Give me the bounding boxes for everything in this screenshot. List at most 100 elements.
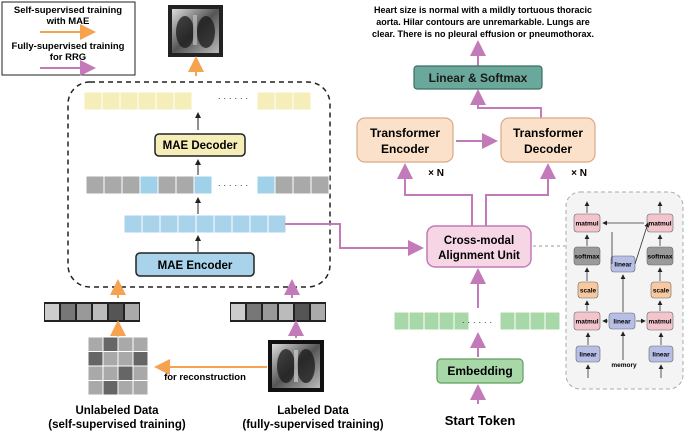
mae-encoder-block bbox=[135, 252, 255, 277]
right-bottom-matmul-node-label: matmul bbox=[648, 319, 671, 326]
decoder-token bbox=[155, 91, 175, 111]
image-patch bbox=[295, 304, 309, 320]
left-softmax-node bbox=[573, 246, 601, 266]
decoder-token-row bbox=[83, 91, 312, 111]
left-scale-node-label: scale bbox=[580, 288, 597, 295]
masked-token-dots: · · · · · · bbox=[218, 180, 249, 190]
transformer-decoder-label-2: Decoder bbox=[524, 142, 572, 156]
transformer-decoder-label-1: Transformer bbox=[513, 126, 583, 140]
masked-patch bbox=[117, 380, 134, 396]
visible-token bbox=[139, 175, 159, 195]
masked-token bbox=[121, 175, 141, 195]
decoder-token bbox=[119, 91, 139, 111]
left-bottom-matmul-node-label: matmul bbox=[575, 319, 598, 326]
right-softmax-node-label: softmax bbox=[648, 254, 673, 261]
image-patch bbox=[45, 304, 59, 320]
text-token bbox=[408, 311, 425, 331]
arrow-cross-to-encoder bbox=[397, 163, 473, 226]
arrow-cross-to-decoder bbox=[485, 163, 556, 226]
masked-token-row bbox=[85, 175, 330, 195]
masked-patch bbox=[117, 336, 134, 352]
masked-token bbox=[274, 175, 294, 195]
masked-patch bbox=[132, 380, 149, 396]
encoder-token bbox=[267, 214, 287, 234]
right-scale-node bbox=[650, 281, 672, 299]
image-patch bbox=[279, 304, 293, 320]
labeled-data-subtitle: (fully-supervised training) bbox=[242, 419, 383, 431]
right-softmax-node bbox=[646, 246, 674, 266]
right-scale-node-label: scale bbox=[653, 288, 670, 295]
text-token bbox=[529, 311, 546, 331]
legend-self-line2: with MAE bbox=[46, 16, 90, 27]
image-patch bbox=[93, 304, 107, 320]
masked-patch bbox=[102, 351, 119, 367]
visible-patch bbox=[132, 351, 149, 367]
right-linear-node-label: linear bbox=[652, 352, 670, 359]
encoder-token bbox=[123, 214, 143, 234]
linear-softmax-label: Linear & Softmax bbox=[429, 71, 528, 85]
transformer-decoder-block bbox=[500, 117, 596, 163]
right-matmul-node-label: matmul bbox=[648, 221, 671, 228]
middle-bottom-linear-node bbox=[608, 312, 636, 330]
legend-fully-line2: for RRG bbox=[50, 52, 86, 63]
text-token bbox=[499, 311, 516, 331]
report-line-2: aorta. Hilar contours are unremarkable. … bbox=[376, 17, 590, 27]
decoder-token bbox=[173, 91, 193, 111]
masked-patch bbox=[132, 336, 149, 352]
legend: Self-supervised training with MAE Fully-… bbox=[1, 1, 136, 76]
unlabeled-data-title: Unlabeled Data bbox=[75, 405, 159, 417]
legend-fully-line1: Fully-supervised training bbox=[12, 41, 125, 52]
text-token-dots: · · · · · · bbox=[462, 317, 493, 327]
masked-patch bbox=[102, 365, 119, 381]
transformer-encoder-block bbox=[356, 117, 454, 163]
arrow-encoder-to-cross-modal bbox=[285, 223, 424, 256]
visible-patch bbox=[87, 351, 104, 367]
visible-patch bbox=[102, 380, 119, 396]
left-linear-node bbox=[575, 345, 601, 363]
decoder-token bbox=[274, 91, 294, 111]
image-patch bbox=[109, 304, 123, 320]
cross-modal-label-1: Cross-modal bbox=[444, 235, 514, 247]
masked-patch bbox=[132, 365, 149, 381]
middle-bottom-linear-node-label: linear bbox=[613, 319, 631, 326]
visible-token bbox=[193, 175, 213, 195]
decoder-token-dots: · · · · · · bbox=[218, 93, 249, 103]
mae-module-box bbox=[67, 81, 331, 288]
masked-token bbox=[310, 175, 330, 195]
detail-arrow bbox=[634, 222, 650, 265]
transformer-encoder-label-2: Encoder bbox=[381, 142, 429, 156]
image-patch bbox=[125, 304, 139, 320]
report-line-1: Heart size is normal with a mildly tortu… bbox=[374, 5, 592, 15]
left-matmul-node-label: matmul bbox=[575, 221, 598, 228]
masked-patch bbox=[87, 380, 104, 396]
report-line-3: clear. There is no pleural effusion or p… bbox=[372, 29, 594, 39]
masked-patch bbox=[117, 351, 134, 367]
text-token bbox=[544, 311, 561, 331]
text-token bbox=[423, 311, 440, 331]
encoder-token bbox=[231, 214, 251, 234]
unlabeled-data-subtitle: (self-supervised training) bbox=[48, 419, 186, 431]
masked-token bbox=[85, 175, 105, 195]
transformer-encoder-label-1: Transformer bbox=[370, 126, 440, 140]
mae-decoder-label: MAE Decoder bbox=[163, 140, 238, 152]
right-linear-node bbox=[648, 345, 674, 363]
masked-token bbox=[103, 175, 123, 195]
masked-token bbox=[157, 175, 177, 195]
encoder-token bbox=[249, 214, 269, 234]
image-patch bbox=[247, 304, 261, 320]
unlabeled-patch-strip bbox=[44, 302, 140, 322]
decoder-token bbox=[292, 91, 312, 111]
visible-patch bbox=[117, 365, 134, 381]
text-token bbox=[453, 311, 470, 331]
image-patch bbox=[311, 304, 325, 320]
encoder-token-row bbox=[123, 214, 287, 234]
alignment-detail-content: matmulsoftmaxscalematmullinearmatmulsoft… bbox=[573, 201, 674, 378]
encoder-token bbox=[159, 214, 179, 234]
labeled-data-title: Labeled Data bbox=[277, 405, 349, 417]
decoder-token bbox=[137, 91, 157, 111]
decoder-token bbox=[256, 91, 276, 111]
decoder-times-n: × N bbox=[571, 168, 587, 179]
decoder-token bbox=[83, 91, 103, 111]
cross-modal-label-2: Alignment Unit bbox=[438, 250, 520, 262]
